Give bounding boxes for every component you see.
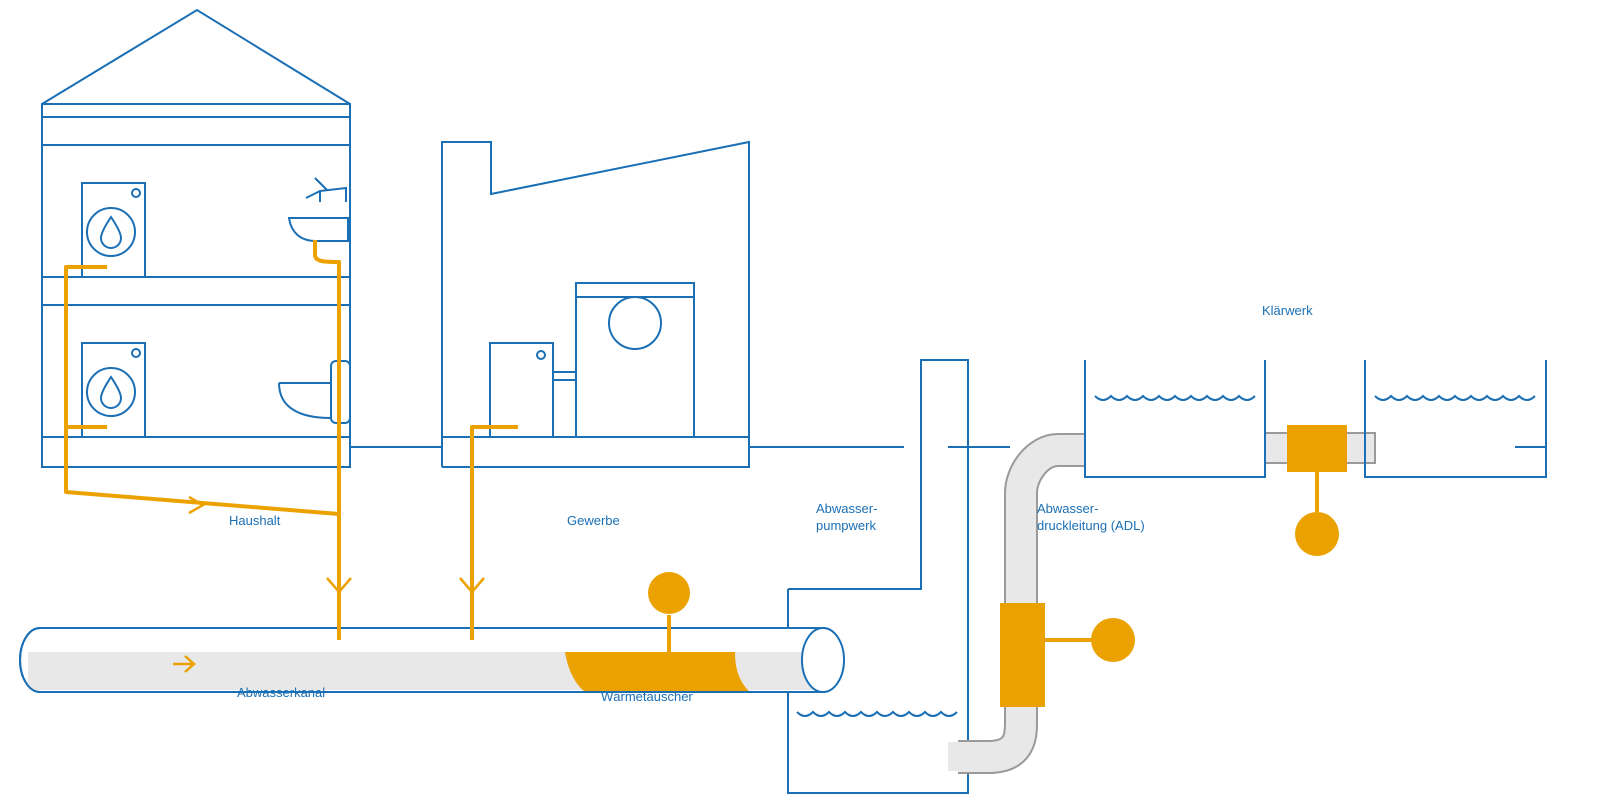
label-abwasserkanal: Abwasserkanal [237, 685, 326, 700]
water-drop-icon [99, 215, 123, 249]
pump-icon [648, 572, 690, 614]
commercial-building [441, 140, 750, 468]
adl-heat-exchanger [1000, 603, 1135, 707]
label-klaerwerk: Klärwerk [1262, 303, 1313, 318]
washing-machine-icon [81, 182, 146, 278]
sink-icon [287, 177, 349, 242]
sewer-pipe [19, 572, 845, 693]
pump-icon [1295, 512, 1339, 556]
label-gewerbe: Gewerbe [567, 513, 620, 528]
water-wave-icon [1374, 394, 1536, 401]
label-abwasserpumpwerk: Abwasser- pumpwerk [816, 501, 878, 533]
water-wave-icon [1094, 394, 1256, 401]
label-abwasserdruckleitung: Abwasser- druckleitung (ADL) [1037, 501, 1145, 533]
water-wave-icon [796, 710, 958, 717]
pump-icon [1091, 618, 1135, 662]
pipe-heat-exchanger [565, 652, 750, 692]
pumping-station [787, 359, 978, 794]
washing-machine-icon [81, 342, 146, 438]
water-drop-icon [99, 375, 123, 409]
flow-arrow-icon [173, 655, 196, 673]
faucet-icon [305, 177, 347, 202]
label-waermetauscher: Wärmetauscher [601, 689, 693, 704]
label-haushalt: Haushalt [229, 513, 281, 528]
flow-arrow-icon [188, 495, 485, 594]
wastewater-flow-lines [64, 240, 518, 640]
treatment-plant [1084, 360, 1547, 556]
